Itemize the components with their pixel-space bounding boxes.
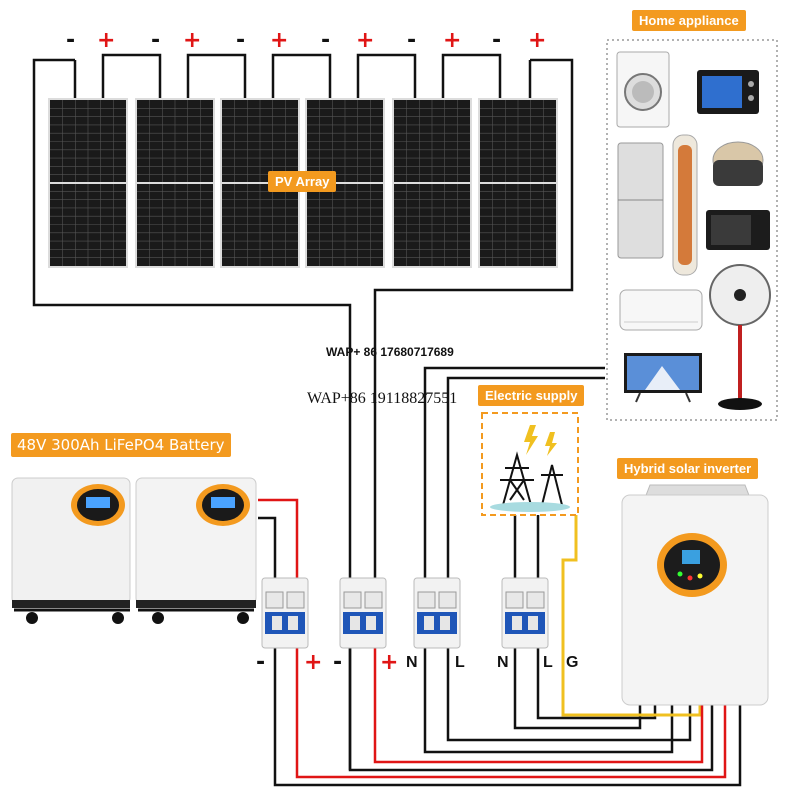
panel-terminal-negative-1: - [66, 28, 76, 53]
contact-text-1: WAP+ 86 17680717689 [326, 345, 454, 359]
television-icon [624, 353, 702, 403]
pv-array-label: PV Array [268, 171, 337, 192]
tower-fan-icon [672, 134, 698, 276]
panel-terminal-positive-1: + [97, 28, 116, 53]
circuit-breaker-1 [261, 577, 309, 649]
stand-fan-icon [709, 264, 771, 410]
panel-terminal-positive-5: + [443, 28, 462, 53]
appliance-group [616, 51, 771, 410]
battery-2 [135, 477, 257, 624]
breaker-term-bat-pos: + [304, 650, 323, 675]
panel-terminal-positive-3: + [270, 28, 289, 53]
inverter-label: Hybrid solar inverter [617, 458, 759, 479]
solar-panel-6 [478, 98, 558, 268]
circuit-breaker-2 [339, 577, 387, 649]
battery-wiring [258, 498, 742, 787]
washing-machine-icon [616, 51, 670, 128]
electric-supply-label: Electric supply [478, 385, 585, 406]
contact-text-2: WAP+86 19118827551 [307, 390, 458, 407]
home-appliance-label: Home appliance [632, 10, 746, 31]
solar-panel-2 [135, 98, 215, 268]
panel-terminal-positive-4: + [356, 28, 375, 53]
solar-panel-5 [392, 98, 472, 268]
breaker-term-pv-pos: + [380, 650, 399, 675]
breaker-term-out-n: N [406, 654, 418, 671]
refrigerator-icon [617, 142, 664, 259]
panel-terminal-positive-6: + [528, 28, 547, 53]
battery-1 [11, 477, 131, 624]
breaker-term-out-l: L [455, 654, 465, 671]
battery-label: 48V 300Ah LiFePO4 Battery [11, 433, 231, 457]
panel-terminal-negative-3: - [236, 28, 246, 53]
pv-wiring [32, 53, 574, 770]
panel-terminal-negative-2: - [151, 28, 161, 53]
breaker-term-bat-neg: - [256, 650, 266, 675]
circuit-breaker-4 [501, 577, 549, 649]
panel-terminal-negative-5: - [407, 28, 417, 53]
circuit-breaker-3 [413, 577, 461, 649]
breaker-term-pv-neg: - [333, 650, 343, 675]
air-conditioner-icon [619, 289, 703, 331]
solar-panel-1 [48, 98, 128, 268]
panel-terminal-negative-6: - [492, 28, 502, 53]
breaker-term-ground: G [566, 654, 579, 671]
ac-output-wiring [423, 366, 692, 754]
oven-icon [697, 70, 759, 114]
panel-terminal-negative-4: - [321, 28, 331, 53]
panel-terminal-positive-2: + [183, 28, 202, 53]
lightning-icon [524, 425, 557, 456]
breaker-term-grid-l: L [543, 654, 553, 671]
tower-base [490, 502, 570, 512]
pv-array [48, 98, 558, 268]
breaker-term-grid-n: N [497, 654, 509, 671]
microwave-icon [706, 210, 770, 250]
hybrid-inverter [621, 484, 769, 706]
ground-wire [561, 515, 702, 717]
breaker-group [261, 577, 549, 649]
rice-cooker-icon [712, 141, 764, 186]
